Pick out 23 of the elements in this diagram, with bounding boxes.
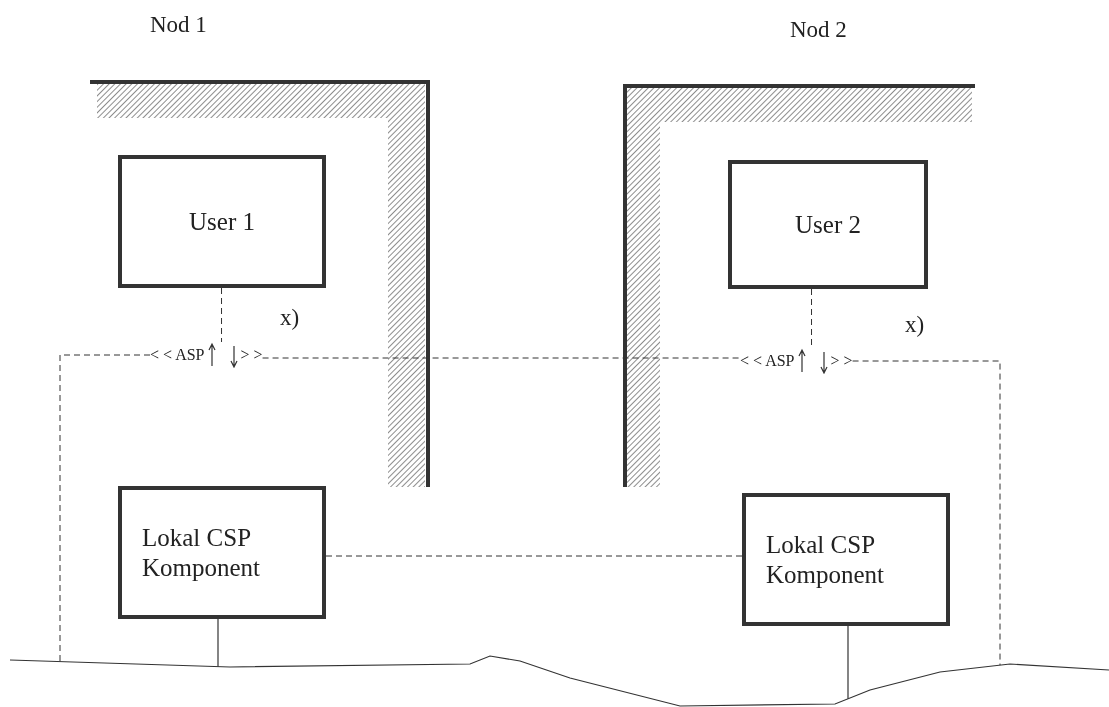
box-label: Lokal CSP Komponent: [766, 529, 885, 590]
interface-label: < < ASP: [150, 346, 205, 364]
process-box: [118, 155, 326, 288]
node-heading: Nod 2: [790, 17, 847, 43]
interface-label: > >: [830, 352, 853, 370]
connector: [221, 287, 222, 343]
process-box: [728, 160, 928, 289]
connector: [852, 360, 1001, 666]
footnote-mark: x): [280, 305, 300, 331]
process-box: [118, 486, 326, 619]
box-label: User 1: [189, 206, 255, 237]
connector: [847, 625, 849, 700]
box-label: Lokal CSP Komponent: [142, 522, 261, 583]
connector: [59, 354, 151, 663]
interface-label: > >: [240, 346, 263, 364]
box-label: User 2: [795, 209, 861, 240]
connector: [325, 555, 743, 557]
connector: [262, 357, 741, 359]
node-heading: Nod 1: [150, 12, 207, 38]
footnote-mark: x): [905, 312, 925, 338]
interface-label: < < ASP: [740, 352, 795, 370]
process-box: [742, 493, 950, 626]
connector: [217, 618, 219, 668]
